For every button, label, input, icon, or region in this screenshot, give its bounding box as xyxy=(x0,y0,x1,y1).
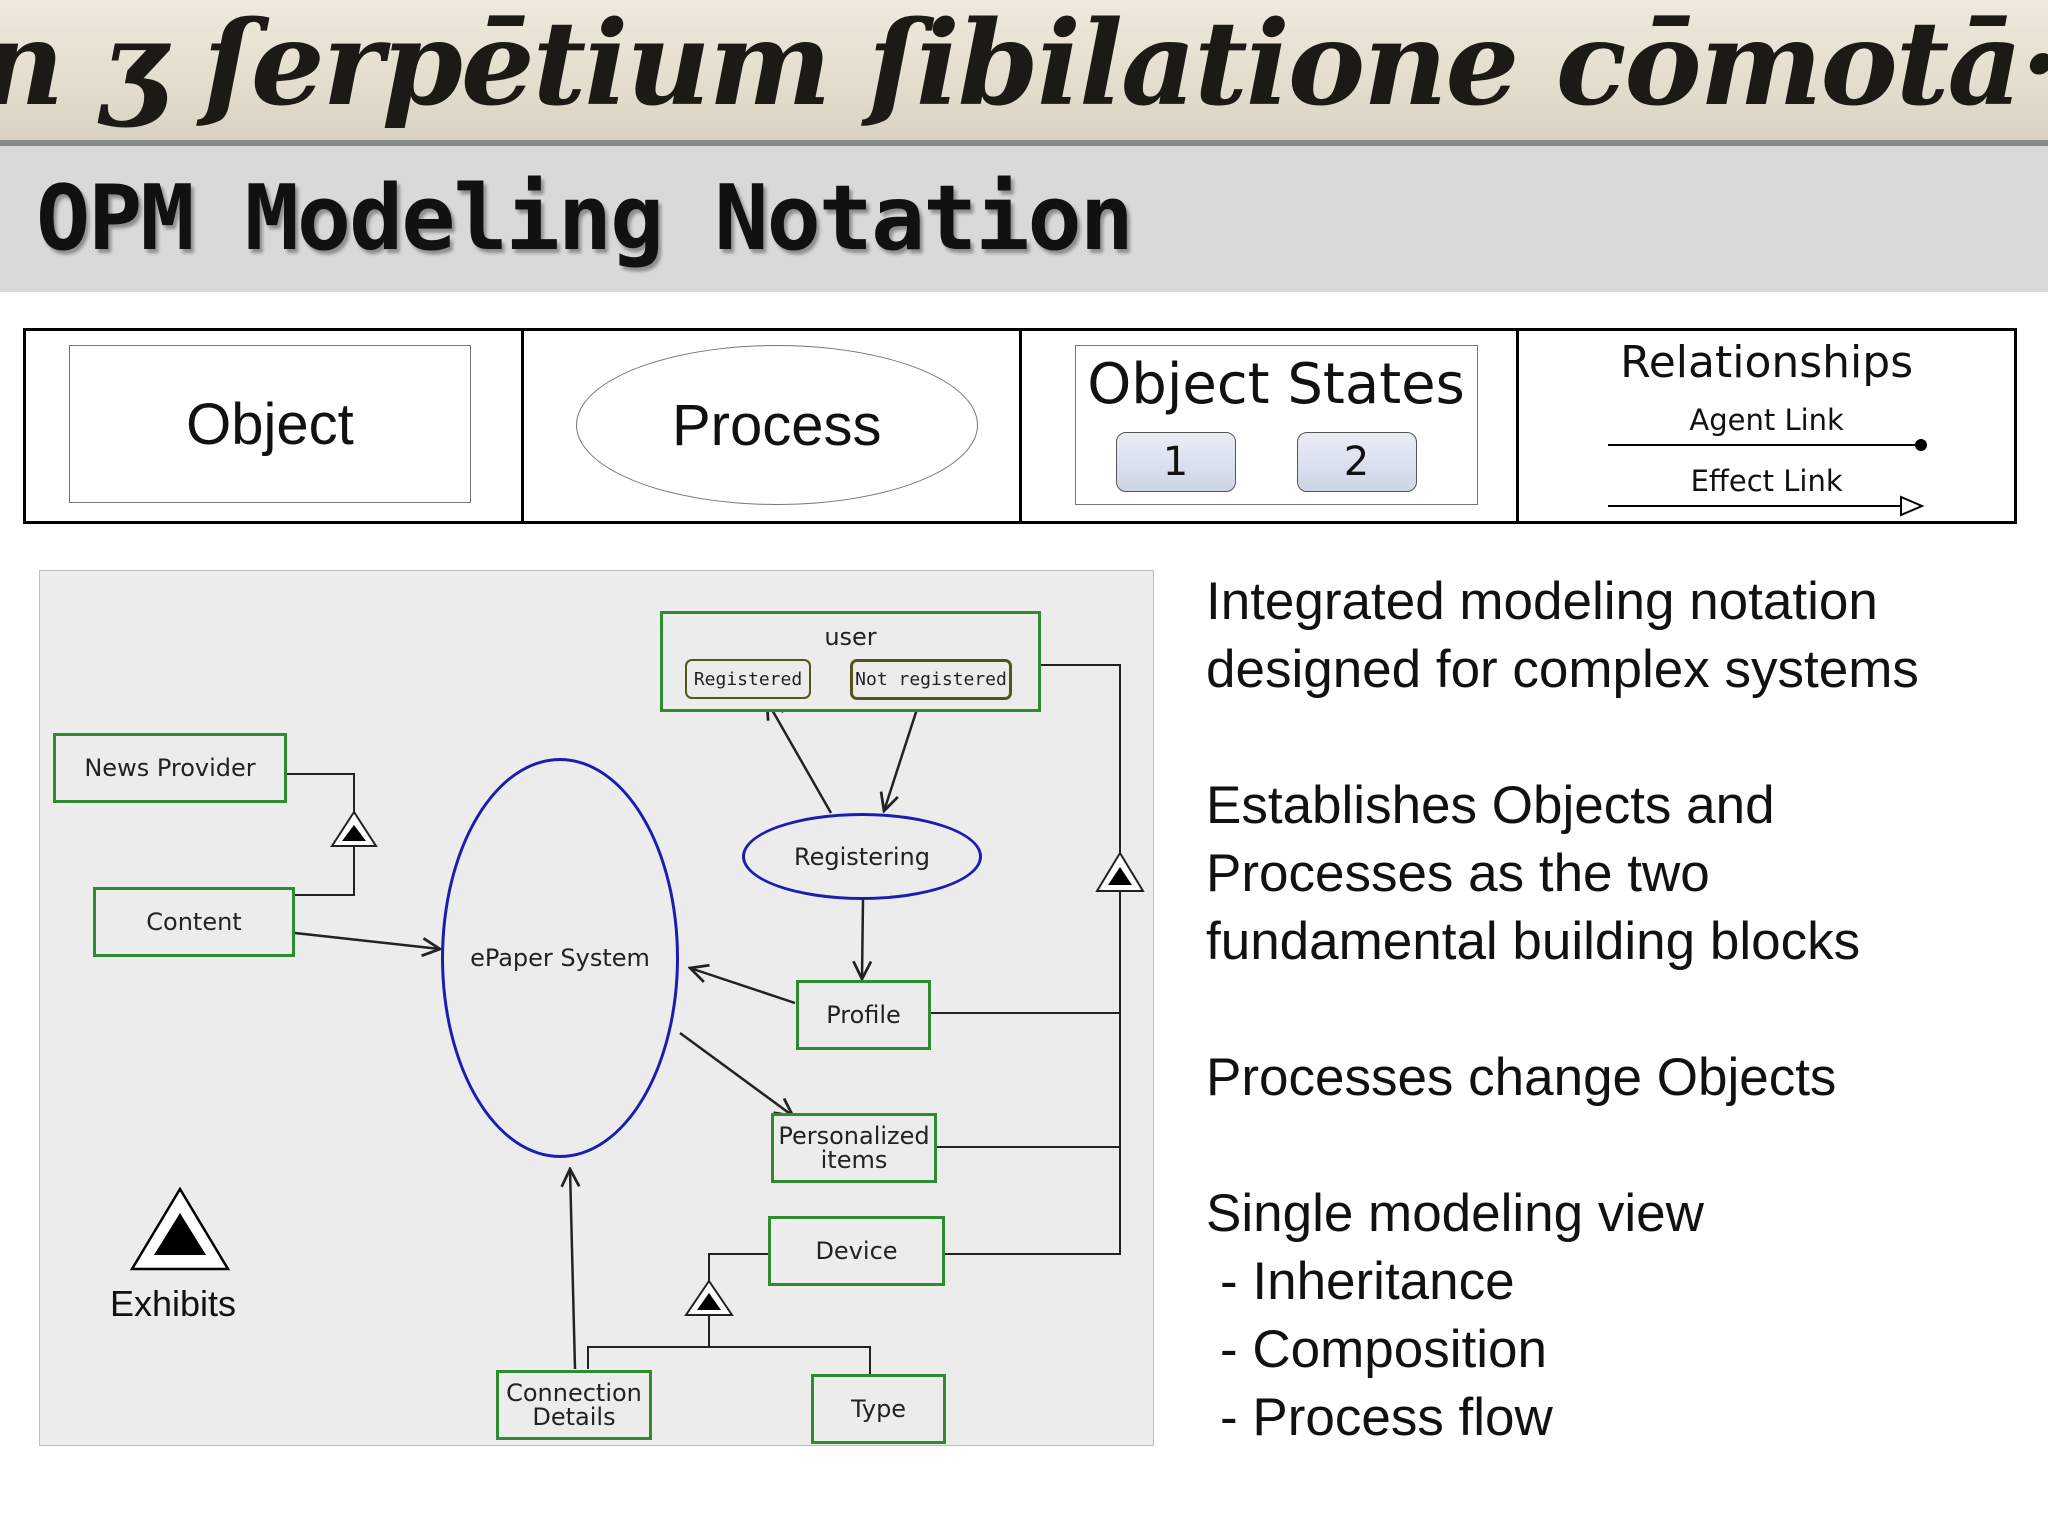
banner-text: n ʒ ſerpētium ſibilatione cōmotā· xyxy=(0,0,2048,132)
exhibit-line-type xyxy=(709,1346,871,1376)
link-notregistered-to-registering xyxy=(884,705,920,811)
bullet-integrated: Integrated modeling notation designed fo… xyxy=(1206,568,2026,704)
link-content-to-epaper xyxy=(294,931,440,949)
legend-effect-link-label: Effect Link xyxy=(1690,464,1843,498)
exhibit-line-profile xyxy=(931,891,1121,1014)
title-bar: OPM Modeling Notation xyxy=(0,146,2048,292)
bullet-single-view: Single modeling view - Inheritance - Com… xyxy=(1206,1180,2026,1452)
legend-agent-link-label: Agent Link xyxy=(1689,403,1844,437)
notation-legend: Object Process Object States 1 2 Relatio… xyxy=(23,328,2017,524)
legend-process-cell: Process xyxy=(524,331,1022,521)
object-connection-details: Connection Details xyxy=(496,1370,652,1440)
legend-state-2: 2 xyxy=(1296,432,1417,492)
legend-states-symbol: Object States 1 2 xyxy=(1074,345,1478,505)
legend-states-title: Object States xyxy=(1087,352,1465,417)
link-epaper-to-personalized xyxy=(679,1031,793,1116)
effect-link-arrowhead-icon xyxy=(1900,495,1925,517)
object-news-provider: News Provider xyxy=(53,733,287,803)
legend-relationships-cell: Relationships Agent Link Effect Link xyxy=(1519,331,2014,521)
object-profile: Profile xyxy=(796,980,931,1050)
link-connection-to-epaper xyxy=(570,1169,575,1370)
exhibit-triangle-small-icon xyxy=(330,810,378,847)
legend-object-symbol: Object xyxy=(69,345,471,503)
personalized-items-line1: Personalized xyxy=(778,1122,930,1150)
legend-object-cell: Object xyxy=(26,331,524,521)
sub-bullet-inheritance: - Inheritance xyxy=(1220,1252,1515,1311)
link-profile-to-epaper xyxy=(690,968,796,1005)
bullet-text: Processes change Objects xyxy=(1206,1048,1837,1107)
bullet-text: Establishes Objects and xyxy=(1206,776,1775,835)
state-registered: Registered xyxy=(685,659,811,699)
personalized-items-line2: items xyxy=(820,1146,888,1174)
agent-link-dot-icon xyxy=(1915,439,1928,451)
exhibits-legend-triangle-icon xyxy=(129,1186,231,1271)
description-bullets: Integrated modeling notation designed fo… xyxy=(1206,568,2026,1452)
exhibit-line-user xyxy=(1036,664,1121,853)
legend-process-symbol: Process xyxy=(575,345,978,505)
exhibit-triangle-right-icon xyxy=(1095,851,1145,892)
bullet-building-blocks: Establishes Objects and Processes as the… xyxy=(1206,772,2026,976)
legend-relationships-title: Relationships xyxy=(1620,337,1914,388)
process-registering: Registering xyxy=(742,813,982,900)
object-type: Type xyxy=(811,1374,946,1444)
exhibit-triangle-bottom-icon xyxy=(684,1279,734,1316)
object-personalized-items: Personalized items xyxy=(771,1113,937,1183)
legend-states-cell: Object States 1 2 xyxy=(1022,331,1520,521)
sub-bullet-process-flow: - Process flow xyxy=(1220,1388,1553,1447)
object-user-label: user xyxy=(824,623,877,651)
bullet-text: Processes as the two xyxy=(1206,844,1710,903)
bullet-text: Single modeling view xyxy=(1206,1184,1704,1243)
legend-process-label: Process xyxy=(671,392,882,458)
connection-details-line2: Details xyxy=(532,1403,616,1431)
page-title: OPM Modeling Notation xyxy=(36,166,1134,271)
state-not-registered: Not registered xyxy=(850,659,1012,700)
legend-state-1: 1 xyxy=(1115,432,1236,492)
exhibit-line-content xyxy=(287,846,355,896)
legend-link-lines xyxy=(1608,439,1928,517)
bullet-text: designed for complex systems xyxy=(1206,640,1919,699)
link-registering-to-profile xyxy=(862,898,863,979)
exhibit-line-news-provider xyxy=(287,773,355,829)
legend-object-label: Object xyxy=(186,391,354,457)
bullet-text: Integrated modeling notation xyxy=(1206,572,1878,631)
object-device: Device xyxy=(768,1216,945,1286)
bullet-processes-change: Processes change Objects xyxy=(1206,1044,2026,1112)
exhibit-line-connection xyxy=(587,1315,710,1369)
link-registering-to-registered xyxy=(767,701,833,814)
sub-bullet-composition: - Composition xyxy=(1220,1320,1547,1379)
opm-example-diagram: user Registered Not registered News Prov… xyxy=(39,570,1154,1446)
connection-details-line1: Connection xyxy=(506,1379,642,1407)
object-content: Content xyxy=(93,887,295,957)
diagram-links xyxy=(129,664,1145,1376)
banner-divider xyxy=(0,140,2048,146)
exhibit-line-device-top xyxy=(708,1253,768,1281)
manuscript-banner: n ʒ ſerpētium ſibilatione cōmotā· xyxy=(0,0,2048,140)
bullet-text: fundamental building blocks xyxy=(1206,912,1861,971)
exhibits-legend-label: Exhibits xyxy=(110,1283,237,1324)
exhibit-line-device xyxy=(945,1011,1121,1255)
process-epaper-system: ePaper System xyxy=(441,758,679,1158)
